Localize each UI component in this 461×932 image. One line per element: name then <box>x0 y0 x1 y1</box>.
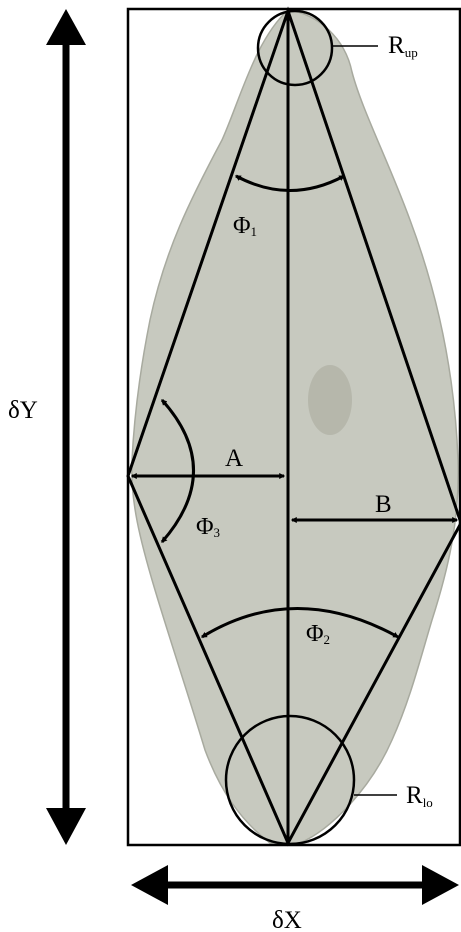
phi1-arc <box>234 174 346 192</box>
a-label: A <box>225 445 243 472</box>
delta-y-arrow <box>46 9 86 845</box>
phi1-label: Φ1 <box>233 213 257 239</box>
phi2-arc <box>200 607 400 639</box>
delta-x-label: δX <box>272 907 302 932</box>
delta-y-label: δY <box>8 397 38 424</box>
phi2-label: Φ2 <box>306 621 330 647</box>
specimen-shadow <box>308 365 352 435</box>
upper-radius-circle <box>256 9 334 87</box>
phi3-arc <box>160 398 195 543</box>
phi3-label: Φ3 <box>196 514 220 540</box>
r-lo-label: Rlo <box>406 782 433 810</box>
b-label: B <box>375 491 392 518</box>
lower-radius-circle <box>224 714 356 846</box>
r-up-label: Rup <box>388 32 418 60</box>
delta-x-arrow <box>131 865 459 905</box>
